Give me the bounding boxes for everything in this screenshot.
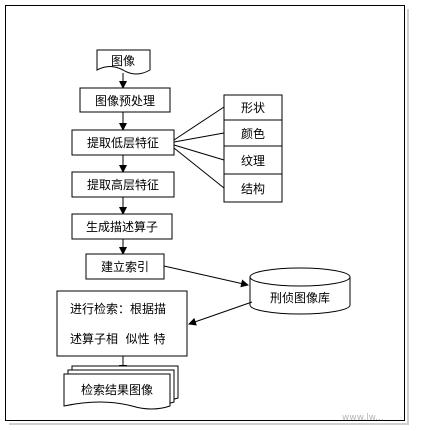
node-database-label: 刑侦图像库 (270, 290, 330, 305)
link-shape (173, 106, 225, 141)
node-database-top (249, 267, 351, 287)
node-descriptor (71, 213, 173, 240)
node-shape (223, 94, 283, 121)
node-image-shape (96, 49, 151, 75)
node-retrieval-line2: 述算子相 似性 特 (70, 331, 165, 346)
node-high-features (71, 171, 175, 198)
node-structure-label: 结构 (241, 181, 265, 196)
frame-shadow (9, 9, 409, 425)
node-preprocess-label: 图像预处理 (95, 94, 155, 108)
node-structure (223, 173, 283, 203)
link-texture (173, 144, 225, 161)
link-color (173, 132, 225, 143)
arrow-index-database (163, 265, 249, 288)
node-color-label: 颜色 (241, 126, 265, 141)
node-index-label: 建立索引 (101, 259, 149, 274)
node-preprocess (79, 87, 171, 113)
node-low-features (71, 129, 175, 156)
node-retrieval-line1: 进行检索：根据描 (70, 301, 166, 316)
arrow-database-retrieval (188, 301, 253, 326)
node-texture (223, 145, 283, 175)
node-image-label: 图像 (111, 54, 135, 68)
node-results-front (63, 373, 171, 410)
watermark: www.lw... (342, 413, 384, 423)
node-color (223, 119, 283, 147)
node-database-body (249, 277, 351, 315)
link-structure (173, 147, 225, 189)
node-retrieval (56, 290, 188, 357)
node-low-features-label: 提取低层特征 (87, 135, 159, 150)
node-texture-label: 纹理 (241, 154, 265, 168)
node-descriptor-label: 生成描述算子 (86, 219, 158, 234)
node-results-label: 检索结果图像 (81, 382, 153, 397)
node-high-features-label: 提取高层特征 (87, 177, 159, 192)
node-shape-label: 形状 (241, 101, 265, 115)
